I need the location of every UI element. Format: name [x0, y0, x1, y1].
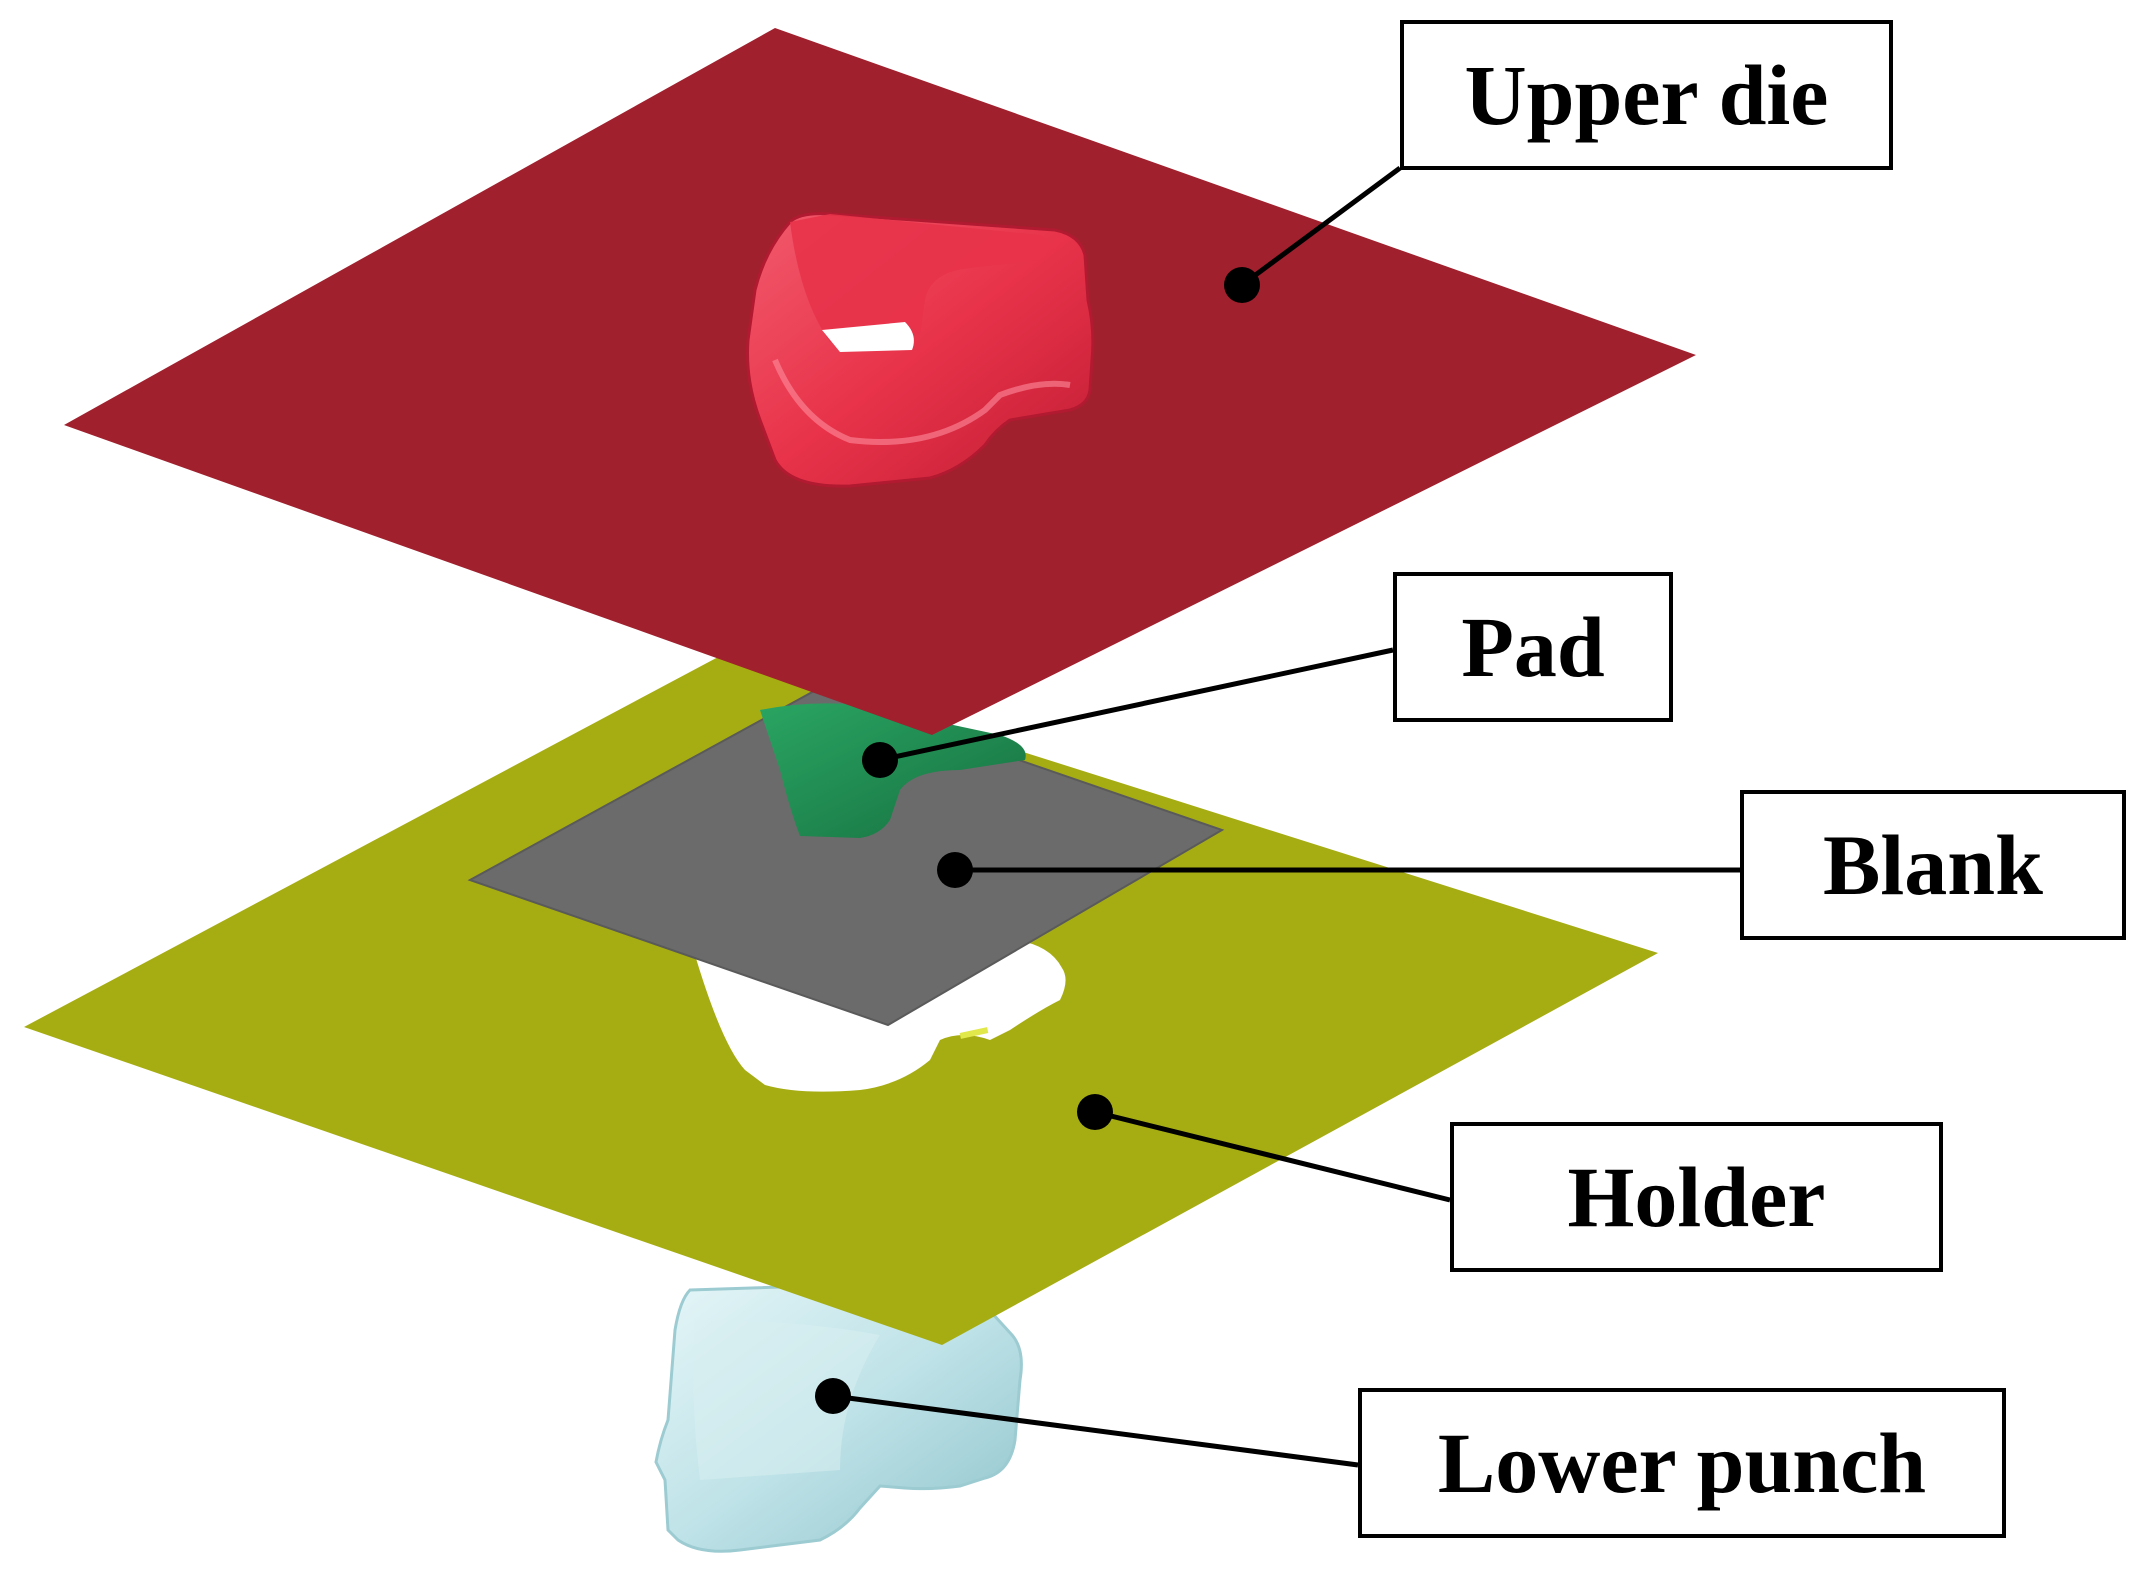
- leader-line-holder: [1094, 1109, 1451, 1203]
- leader-line-upper-die: [1240, 165, 1402, 288]
- upper-die-feature-top: [790, 214, 1050, 342]
- holder-part: [24, 656, 1658, 1345]
- holder-small-slot: [959, 1027, 989, 1039]
- label-pad: Pad: [1393, 572, 1673, 722]
- label-lower-punch: Lower punch: [1358, 1388, 2006, 1538]
- leader-dots: [815, 267, 1260, 1414]
- holder-plate: [24, 656, 1658, 1345]
- lower-punch-part: [654, 1280, 1023, 1553]
- lower-punch-highlight: [693, 1320, 880, 1480]
- leader-dot-lower-punch: [815, 1378, 851, 1414]
- leader-dot-holder: [1077, 1094, 1113, 1130]
- leader-dot-upper-die: [1224, 267, 1260, 303]
- label-holder: Holder: [1450, 1122, 1943, 1272]
- blank-sheet: [467, 688, 1225, 1027]
- leader-lines: [832, 165, 1740, 1468]
- leader-line-lower-punch: [832, 1393, 1359, 1468]
- upper-die-feature-opening: [822, 322, 914, 352]
- label-blank: Blank: [1740, 790, 2126, 940]
- leader-line-pad: [879, 647, 1394, 763]
- upper-die-part: [64, 28, 1696, 735]
- leader-dot-blank: [937, 852, 973, 888]
- leader-dot-pad: [862, 742, 898, 778]
- label-upper-die: Upper die: [1400, 20, 1893, 170]
- upper-die-feature-highlight: [772, 358, 1071, 445]
